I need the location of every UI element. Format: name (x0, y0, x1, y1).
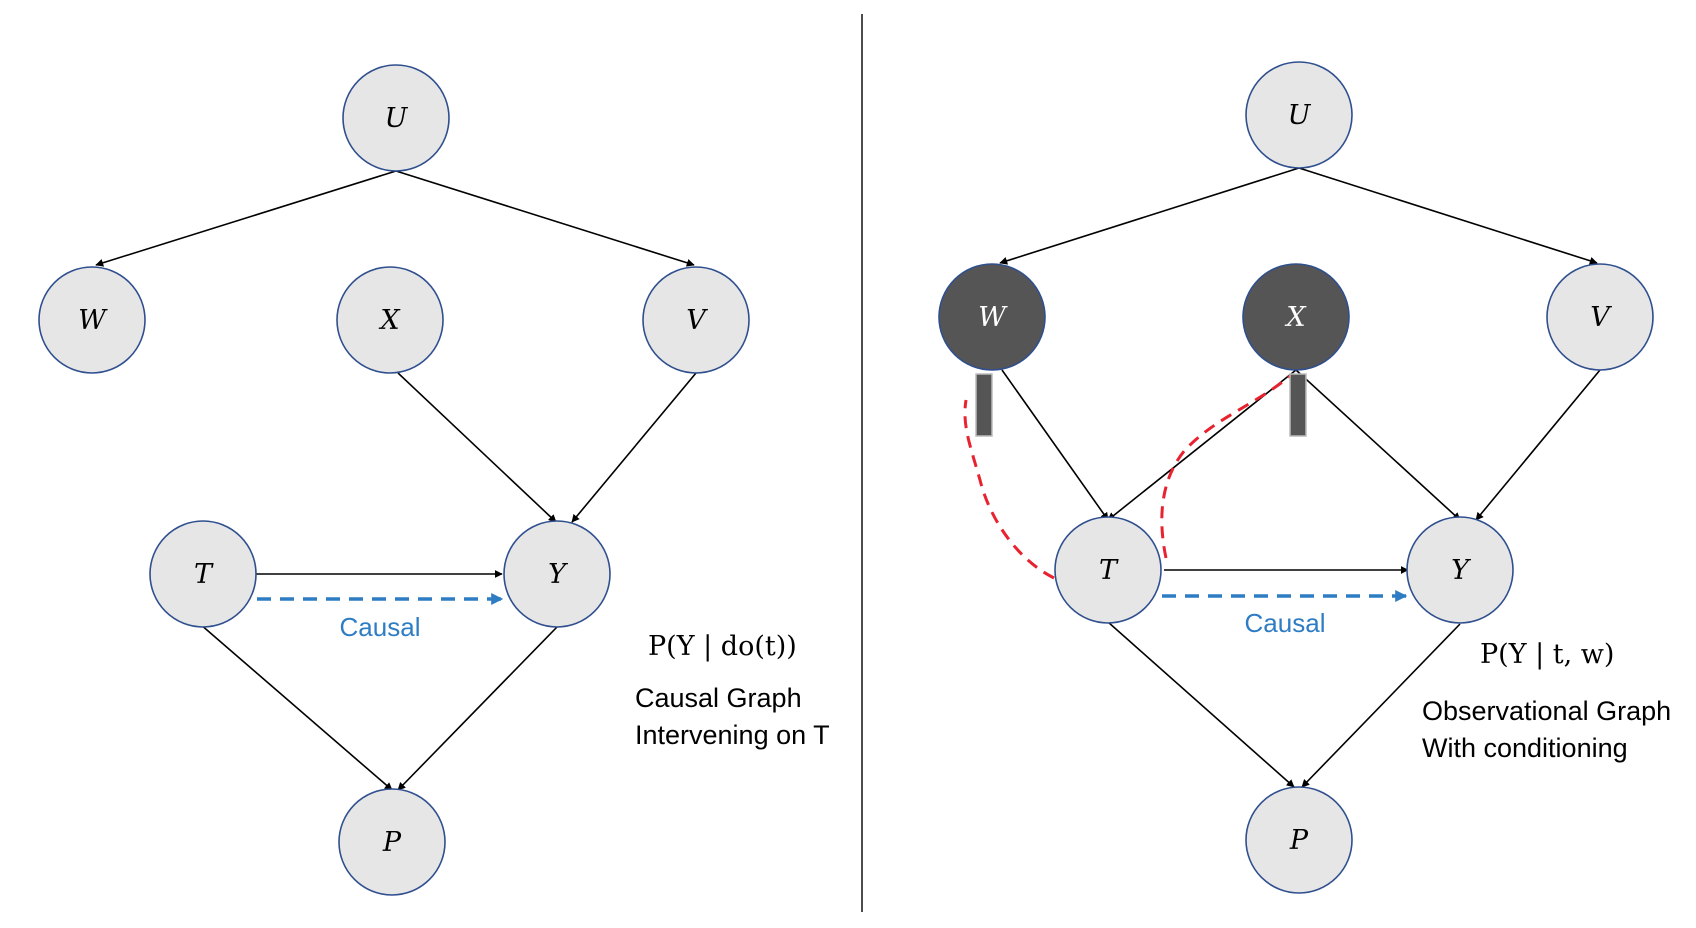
edge-x-y (1295, 369, 1461, 521)
blocked-path-w (963, 399, 1055, 580)
svg-text:P: P (1289, 825, 1309, 856)
causal-label: Causal (1245, 608, 1326, 638)
block-marker-w (975, 373, 993, 437)
svg-text:W: W (978, 302, 1008, 333)
edge-u-w (95, 170, 397, 267)
node-x-conditioned: X (1242, 263, 1350, 371)
node-v: V (1546, 263, 1654, 371)
node-u: U (342, 64, 450, 172)
causal-label: Causal (340, 612, 421, 642)
svg-text:T: T (1099, 555, 1119, 586)
node-p: P (1245, 786, 1353, 894)
edge-u-w (999, 167, 1300, 265)
node-t: T (149, 520, 257, 628)
node-y: Y (503, 520, 611, 628)
node-w: W (38, 266, 146, 374)
svg-text:Y: Y (548, 559, 568, 590)
node-y: Y (1406, 516, 1514, 624)
svg-text:P: P (382, 827, 402, 858)
caption-line-1: Causal Graph (635, 683, 802, 713)
svg-text:V: V (1590, 302, 1612, 333)
edge-t-p (1107, 621, 1295, 788)
edge-x-y (397, 372, 557, 523)
edge-x-t (1107, 369, 1297, 521)
edge-t-p (199, 623, 393, 791)
edge-y-p (1301, 623, 1461, 788)
svg-text:U: U (1288, 100, 1312, 131)
node-w-conditioned: W (938, 263, 1046, 371)
edge-u-v (395, 170, 695, 267)
blocked-path-x (1160, 374, 1291, 559)
node-x: X (336, 266, 444, 374)
block-marker-x (1289, 373, 1307, 437)
node-p: P (338, 788, 446, 896)
edge-y-p (397, 626, 558, 791)
svg-text:V: V (686, 305, 708, 336)
node-u: U (1245, 61, 1353, 169)
svg-text:X: X (378, 305, 401, 336)
svg-text:Y: Y (1451, 555, 1471, 586)
left-panel: U W X V T Y P Causal P(Y | do(t)) Causal… (38, 64, 830, 896)
caption-line-2: Intervening on T (635, 720, 830, 750)
right-panel: U W X V T Y P Causal P(Y | t, w) (938, 61, 1671, 894)
svg-text:U: U (385, 103, 409, 134)
caption-line-1: Observational Graph (1422, 696, 1671, 726)
left-edges (95, 170, 697, 791)
formula: P(Y | do(t)) (648, 631, 797, 662)
caption-line-2: With conditioning (1422, 733, 1628, 763)
edge-w-t (1001, 369, 1109, 521)
formula: P(Y | t, w) (1480, 639, 1614, 670)
edge-v-y (1475, 369, 1601, 521)
svg-text:X: X (1284, 302, 1307, 333)
node-v: V (642, 266, 750, 374)
node-t: T (1054, 516, 1162, 624)
right-edges (999, 167, 1601, 788)
svg-text:W: W (78, 305, 108, 336)
svg-text:T: T (194, 559, 214, 590)
edge-u-v (1298, 167, 1598, 265)
edge-v-y (571, 372, 697, 523)
